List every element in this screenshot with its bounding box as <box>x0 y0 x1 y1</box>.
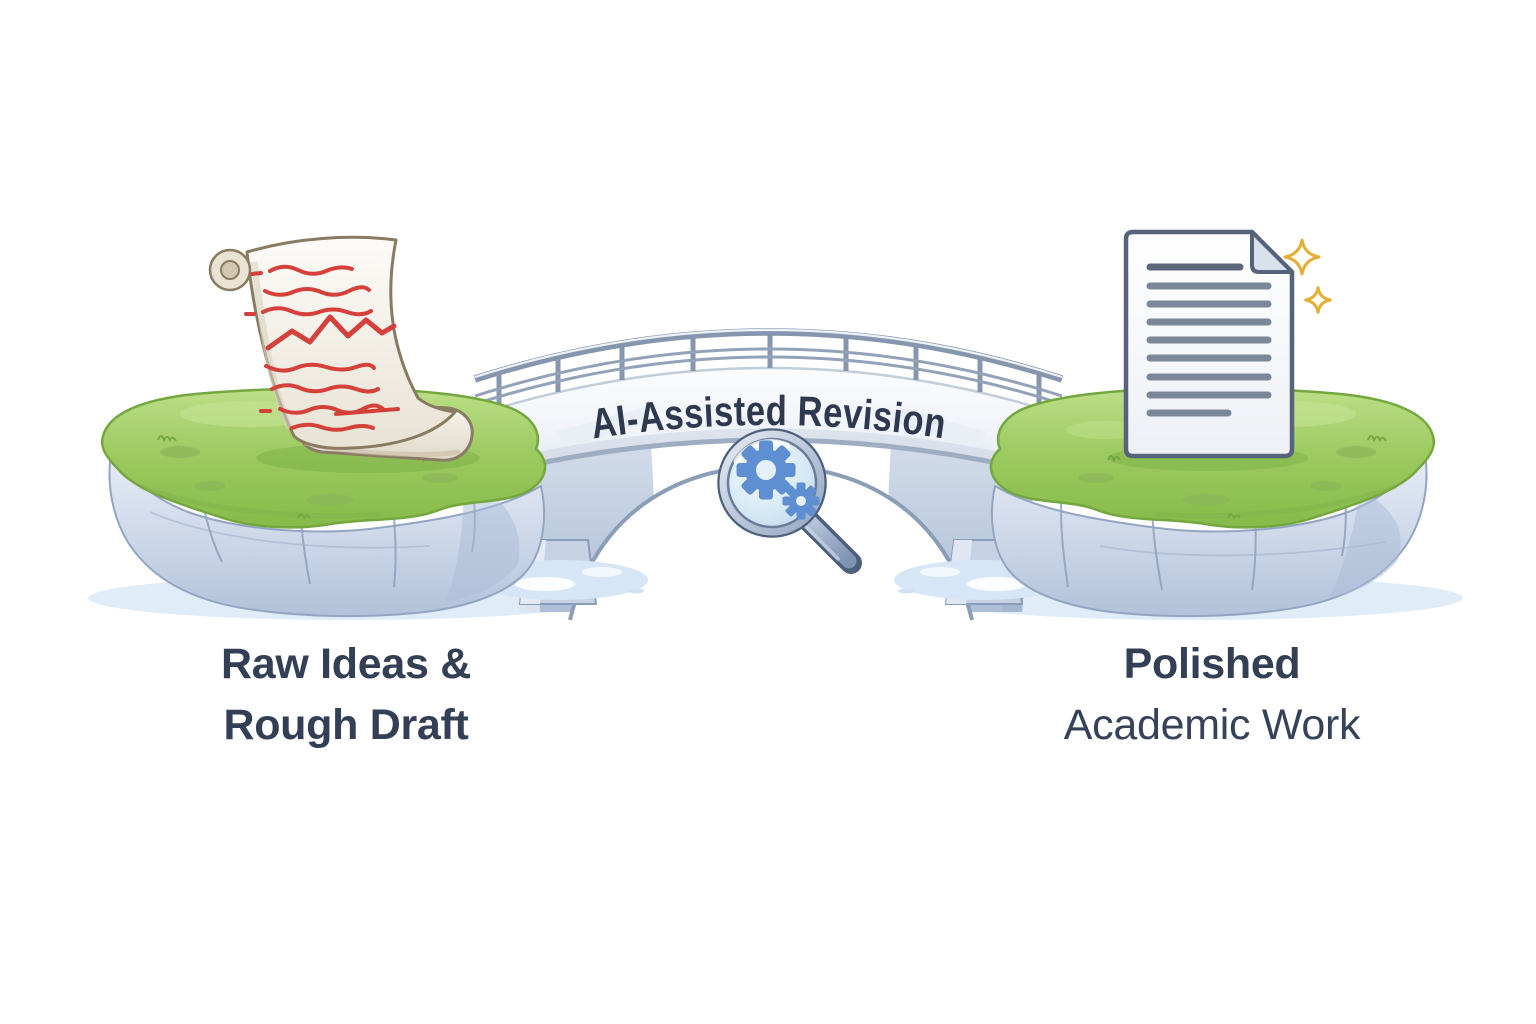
gear-small-icon <box>782 482 820 520</box>
right-caption: Polished Academic Work <box>962 634 1462 756</box>
left-cliff <box>108 444 546 618</box>
polished-document-icon <box>1123 229 1295 459</box>
bridge-arch-opening <box>570 466 972 624</box>
magnifier-gears-icon <box>717 428 862 574</box>
magnifier-handle <box>796 508 862 574</box>
document-fold-corner <box>1250 230 1294 274</box>
bridge-deck <box>475 368 1062 478</box>
gear-large-icon <box>736 440 796 500</box>
left-island <box>101 235 547 618</box>
rough-draft-scroll-icon <box>208 235 474 462</box>
right-caption-line2: Academic Work <box>1063 701 1361 749</box>
document-text-lines <box>1146 263 1272 417</box>
grass-tufts <box>1078 446 1376 506</box>
right-caption-line1: Polished <box>1123 640 1301 688</box>
sparkle-icon <box>1283 238 1332 314</box>
grass-tufts <box>160 446 458 506</box>
left-caption: Raw Ideas & Rough Draft <box>96 634 596 756</box>
left-caption-line2: Rough Draft <box>223 701 469 749</box>
left-caption-line1: Raw Ideas & <box>220 640 472 688</box>
draft-ink-lines <box>244 264 400 432</box>
right-island <box>989 229 1435 618</box>
